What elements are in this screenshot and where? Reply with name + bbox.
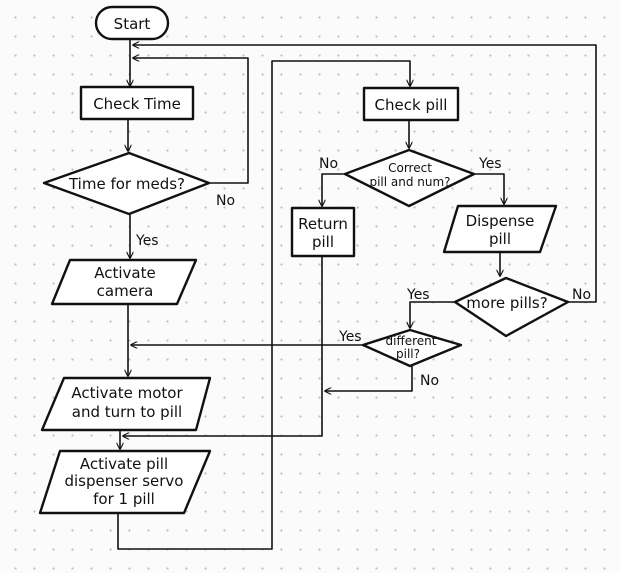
edge-more-yes-to-different — [410, 301, 456, 329]
check-pill-node — [362, 86, 460, 122]
meds-no-label: No — [216, 193, 235, 209]
start-label: Start — [114, 15, 151, 33]
correct-yes-label: Yes — [478, 156, 502, 172]
correct-pill-line-2: pill and num? — [369, 175, 450, 189]
activate-servo-line-1: Activate pill — [80, 455, 168, 473]
return-pill-line-2: pill — [312, 233, 334, 251]
more-pills-decision — [453, 276, 570, 338]
different-yes-label: Yes — [338, 329, 362, 345]
activate-servo-line-2: dispenser servo — [64, 472, 183, 490]
check-pill-label: Check pill — [375, 96, 448, 114]
check-time-node — [79, 85, 195, 121]
edge-correct-yes-to-dispense — [473, 173, 504, 205]
different-pill-decision — [361, 328, 463, 368]
different-pill-line-1: different — [386, 334, 437, 348]
edge-servo-to-check-pill — [117, 60, 410, 550]
activate-motor-line-2: and turn to pill — [72, 403, 182, 421]
time-for-meds-label: Time for meds? — [68, 175, 185, 193]
more-no-label: No — [572, 287, 591, 303]
edge-different-no-to-return — [324, 364, 413, 391]
different-no-label: No — [420, 373, 439, 389]
activate-servo-node — [38, 449, 212, 515]
edge-correct-no-to-return — [322, 173, 346, 207]
activate-camera-line-2: camera — [97, 282, 154, 300]
edge-more-no-loop — [132, 45, 597, 303]
dispense-pill-node — [442, 204, 558, 254]
activate-motor-node — [40, 376, 212, 432]
activate-servo-line-3: for 1 pill — [93, 490, 155, 508]
meds-yes-label: Yes — [135, 233, 159, 249]
more-pills-label: more pills? — [466, 294, 547, 312]
correct-pill-decision — [343, 148, 476, 208]
correct-pill-line-1: Correct — [388, 161, 432, 175]
more-yes-label: Yes — [406, 287, 430, 303]
check-time-label: Check Time — [93, 95, 181, 113]
correct-no-label: No — [319, 156, 338, 172]
dispense-pill-line-1: Dispense — [466, 212, 535, 230]
return-pill-node — [290, 206, 356, 258]
start-node — [94, 5, 170, 41]
time-for-meds-decision — [42, 151, 211, 216]
return-pill-line-1: Return — [298, 215, 348, 233]
activate-camera-line-1: Activate — [94, 264, 155, 282]
edge-meds-no-loop — [132, 58, 249, 184]
different-pill-line-2: pill? — [396, 347, 420, 361]
activate-camera-node — [50, 258, 198, 306]
activate-motor-line-1: Activate motor — [71, 384, 183, 402]
dispense-pill-line-2: pill — [489, 230, 511, 248]
edge-return-to-main — [122, 256, 323, 436]
